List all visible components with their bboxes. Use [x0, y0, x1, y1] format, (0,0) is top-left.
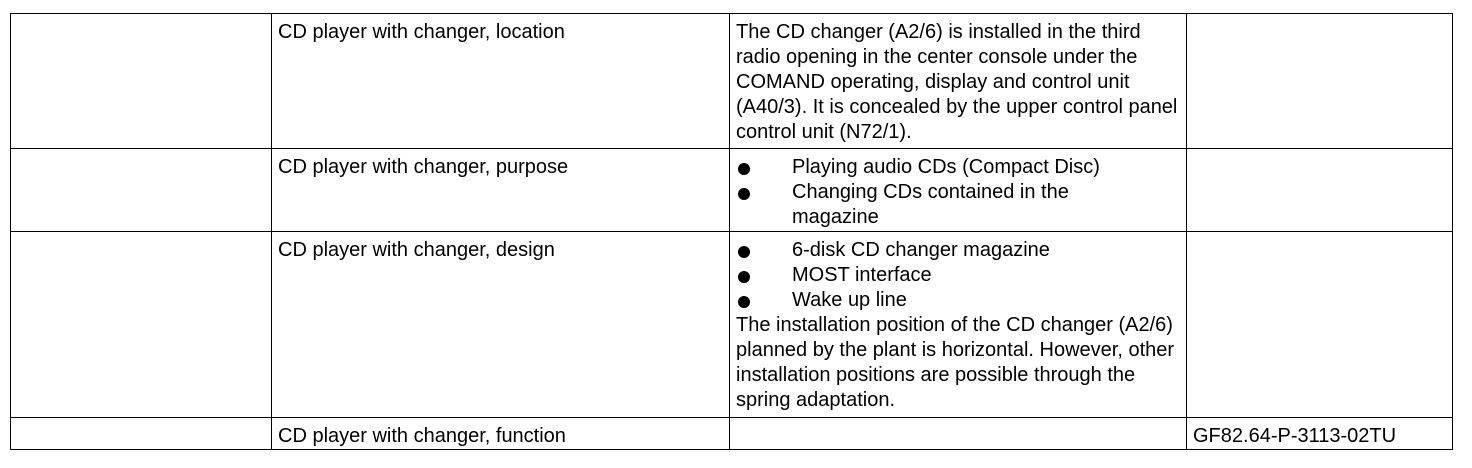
table-row: CD player with changer, location The CD …	[10, 13, 1453, 149]
description-text: The installation position of the CD chan…	[736, 314, 1175, 411]
list-item: Playing audio CDs (Compact Disc)	[736, 155, 1180, 180]
blank-cell	[10, 231, 272, 418]
table-row: CD player with changer, purpose Playing …	[10, 148, 1453, 232]
table-row: CD player with changer, function GF82.64…	[10, 417, 1453, 450]
blank-cell	[10, 148, 272, 232]
description-cell: 6-disk CD changer magazine MOST interfac…	[729, 231, 1187, 418]
bullet-icon	[738, 188, 750, 200]
row-label: CD player with changer, location	[271, 13, 730, 149]
list-item: Wake up line	[736, 288, 1180, 313]
description-text: The CD changer (A2/6) is installed in th…	[736, 21, 1178, 143]
list-item: 6-disk CD changer magazine	[736, 238, 1180, 263]
bullet-icon	[738, 271, 750, 283]
row-label: CD player with changer, purpose	[271, 148, 730, 232]
bullet-list: 6-disk CD changer magazine MOST interfac…	[736, 238, 1180, 313]
bullet-icon	[738, 246, 750, 258]
reference-cell	[1186, 13, 1453, 149]
reference-cell	[1186, 231, 1453, 418]
bullet-icon	[738, 163, 750, 175]
reference-link[interactable]: GF82.64-P-3113-02TU	[1186, 417, 1453, 450]
row-label: CD player with changer, design	[271, 231, 730, 418]
description-cell	[729, 417, 1187, 450]
list-item: MOST interface	[736, 263, 1180, 288]
bullet-icon	[738, 296, 750, 308]
description-cell: Playing audio CDs (Compact Disc) Changin…	[729, 148, 1187, 232]
row-label: CD player with changer, function	[271, 417, 730, 450]
list-item: Changing CDs contained in the magazine	[736, 180, 1092, 230]
blank-cell	[10, 417, 272, 450]
blank-cell	[10, 13, 272, 149]
reference-cell	[1186, 148, 1453, 232]
description-cell: The CD changer (A2/6) is installed in th…	[729, 13, 1187, 149]
document-table: CD player with changer, location The CD …	[10, 13, 1453, 450]
bullet-list: Playing audio CDs (Compact Disc) Changin…	[736, 155, 1180, 230]
table-row: CD player with changer, design 6-disk CD…	[10, 231, 1453, 418]
